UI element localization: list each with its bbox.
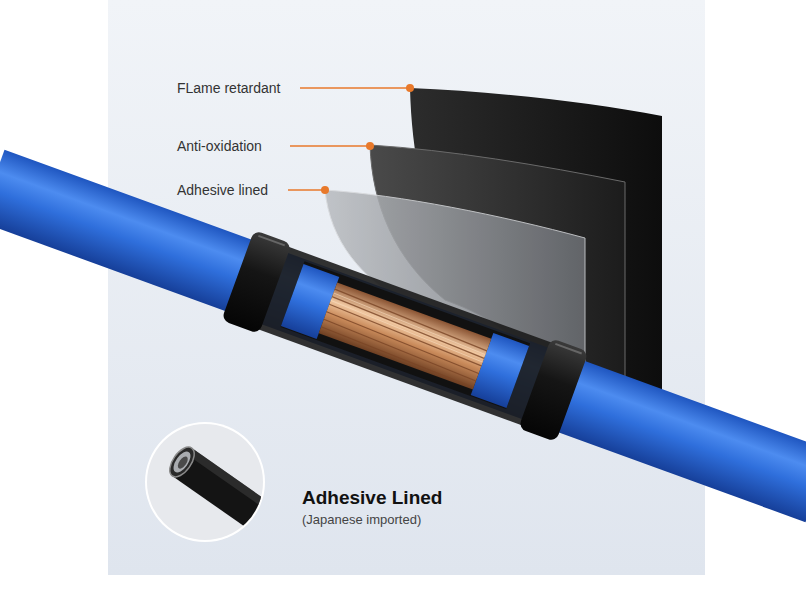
- tube-end-inset: [145, 422, 315, 562]
- inset-note-holder: (Japanese imported): [302, 513, 421, 528]
- layer-label-holder: Adhesive lined: [177, 182, 268, 198]
- inset-note: (Japanese imported): [302, 513, 421, 528]
- inset-title: Adhesive Lined: [302, 487, 442, 509]
- inset-title-holder: Adhesive Lined: [302, 487, 442, 509]
- blue-cable: [0, 140, 806, 531]
- layer-label: Adhesive lined: [177, 182, 268, 198]
- layer-label: FLame retardant: [177, 80, 281, 96]
- leader-lines: [288, 84, 414, 194]
- layer-label-holder: FLame retardant: [177, 80, 281, 96]
- layer-label-holder: Anti-oxidation: [177, 138, 262, 154]
- layer-label: Anti-oxidation: [177, 138, 262, 154]
